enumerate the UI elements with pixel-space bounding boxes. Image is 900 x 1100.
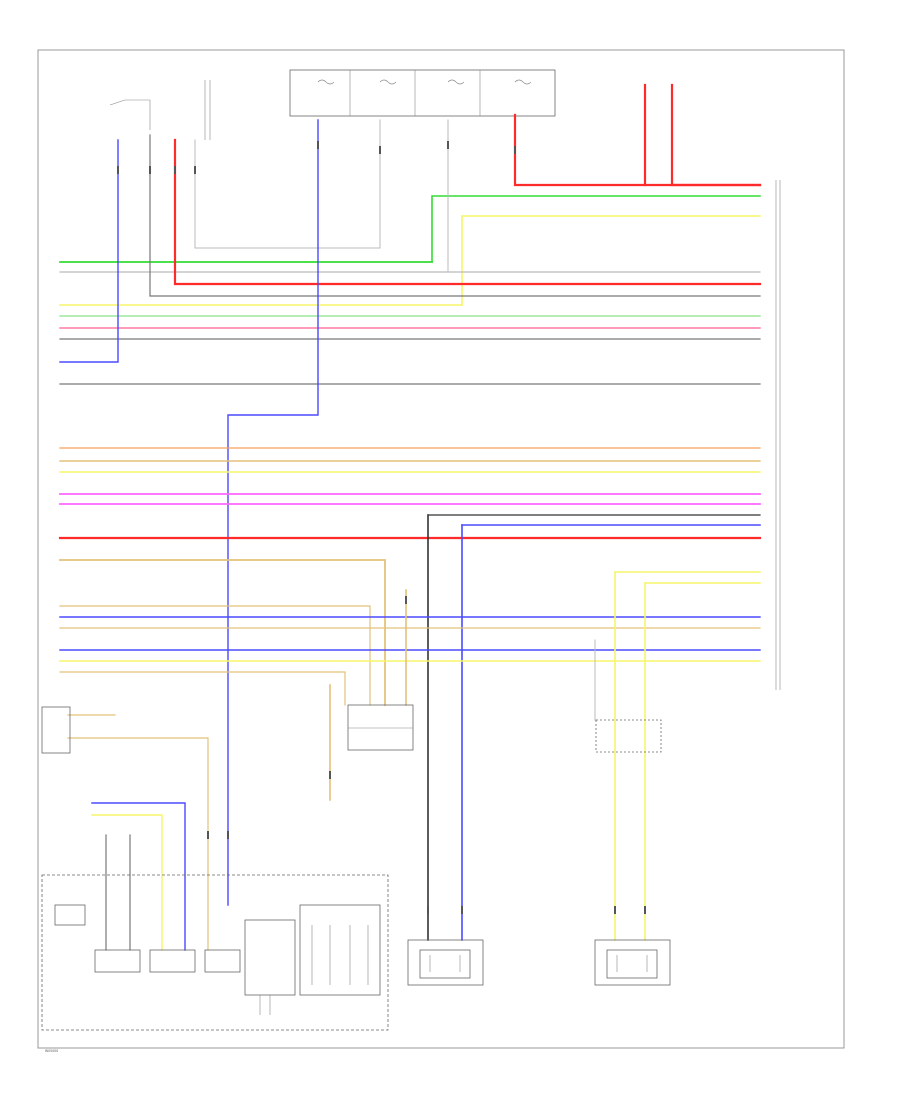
wire-tan-3	[59, 605, 371, 706]
ignition-switch	[109, 80, 211, 140]
wire-tan-bl-2	[67, 737, 209, 951]
wire-blue-center	[227, 119, 319, 906]
wire-gray-3	[194, 119, 381, 249]
footer-code: W05000	[45, 1049, 58, 1053]
lower-control-unit	[41, 874, 389, 1031]
left-front-sensor	[407, 939, 484, 986]
wire-gray-2	[149, 134, 761, 297]
wire-yellow-top	[461, 215, 761, 306]
wire-yellow-bl	[91, 814, 163, 951]
wire-green-top	[431, 195, 761, 263]
wire-harness	[58, 83, 762, 951]
diagram-frame	[37, 49, 845, 1049]
right-connector-block	[775, 180, 781, 690]
wire-tan-5	[59, 671, 346, 706]
wire-tan-2	[59, 559, 386, 706]
wire-blue-left	[59, 139, 119, 363]
wire-red-top-1	[513, 83, 647, 187]
right-small-connector	[595, 719, 662, 753]
right-front-sensor	[594, 939, 671, 986]
wire-blue-bl	[91, 802, 186, 951]
center-connector	[347, 704, 414, 751]
wire-red-top-2	[670, 83, 762, 187]
wire-red-main	[173, 138, 762, 286]
fuse-symbols	[317, 79, 532, 85]
passenger-switch-module	[41, 706, 71, 754]
fuse-box-top	[289, 69, 556, 117]
